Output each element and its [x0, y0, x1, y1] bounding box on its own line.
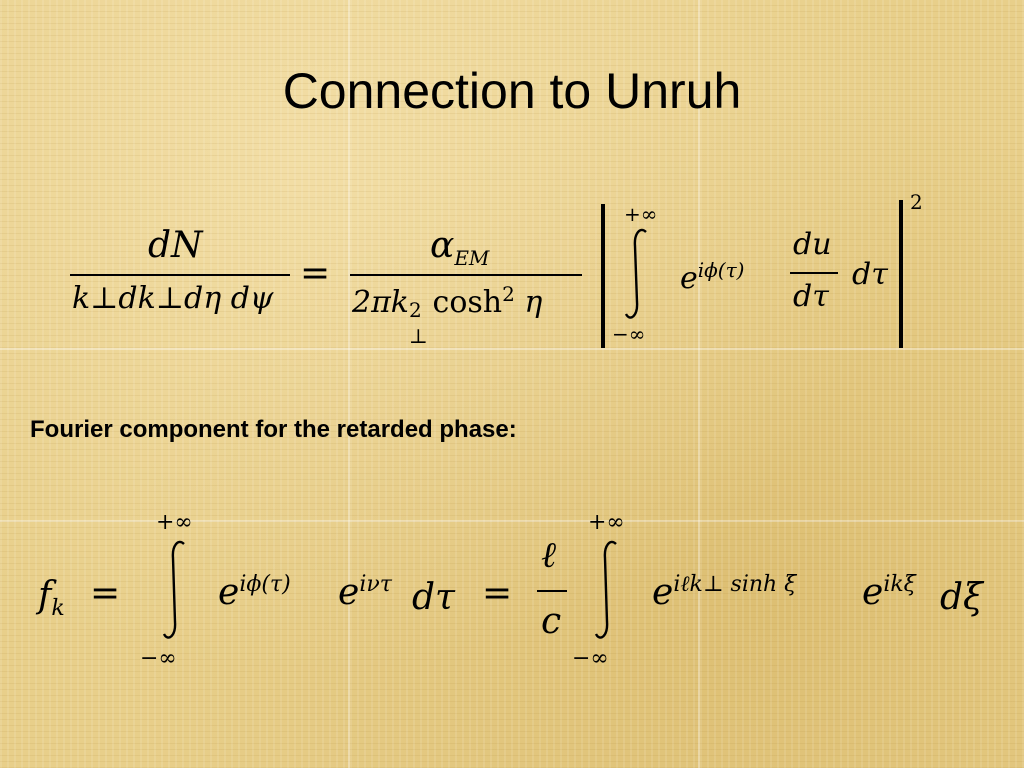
ell-over-c-fraction-bar: [537, 590, 567, 592]
dxi-differential: dξ: [940, 577, 983, 618]
integrand-exponential: eiϕ(τ): [680, 258, 745, 296]
grid-line: [0, 348, 1024, 350]
dtau-differential: dτ: [852, 257, 888, 292]
slide-title: Connection to Unruh: [282, 63, 742, 119]
lhs-numerator: dN: [148, 225, 203, 266]
grid-line: [698, 0, 700, 768]
dtau-denominator: dτ: [793, 279, 829, 314]
du-numerator: du: [793, 227, 832, 262]
integral-upper-limit: +∞: [624, 202, 658, 226]
fk-symbol: fk: [38, 575, 65, 622]
abs-bar-left: [601, 204, 605, 348]
integral-1-upper-limit: +∞: [156, 510, 193, 535]
exp-nu-term: eiντ: [338, 572, 392, 613]
du-dtau-fraction-bar: [790, 272, 838, 274]
rhs-numerator: αEM: [430, 225, 490, 271]
rhs-fraction-bar: [350, 274, 582, 276]
abs-bar-right: [899, 200, 903, 348]
grid-line: [0, 520, 1024, 522]
exp-phase-term: eiϕ(τ): [218, 572, 291, 613]
c-denominator: c: [541, 601, 562, 642]
grid-line: [348, 0, 350, 768]
integral-2-sign: [594, 540, 617, 639]
equals-sign-1: =: [90, 573, 121, 614]
lhs-denominator: k⊥dk⊥dη dψ: [72, 281, 274, 316]
integral-1-lower-limit: −∞: [140, 646, 177, 671]
ell-numerator: ℓ: [541, 535, 556, 576]
integral-1-sign: [162, 540, 185, 639]
abs-square-power: 2: [910, 190, 923, 214]
exp-k-xi-term: eikξ: [862, 572, 916, 613]
exp-sinh-term: eiℓk⊥ sinh ξ: [652, 572, 797, 613]
integral-lower-limit: −∞: [612, 322, 646, 346]
integral-2-lower-limit: −∞: [572, 646, 609, 671]
equals-sign-2: =: [482, 573, 513, 614]
lhs-fraction-bar: [70, 274, 290, 276]
equals-sign: =: [300, 253, 331, 294]
section-label: Fourier component for the retarded phase…: [30, 416, 517, 443]
integral-2-upper-limit: +∞: [588, 510, 625, 535]
integral-sign: [624, 228, 647, 319]
dtau-differential-2: dτ: [412, 577, 455, 618]
